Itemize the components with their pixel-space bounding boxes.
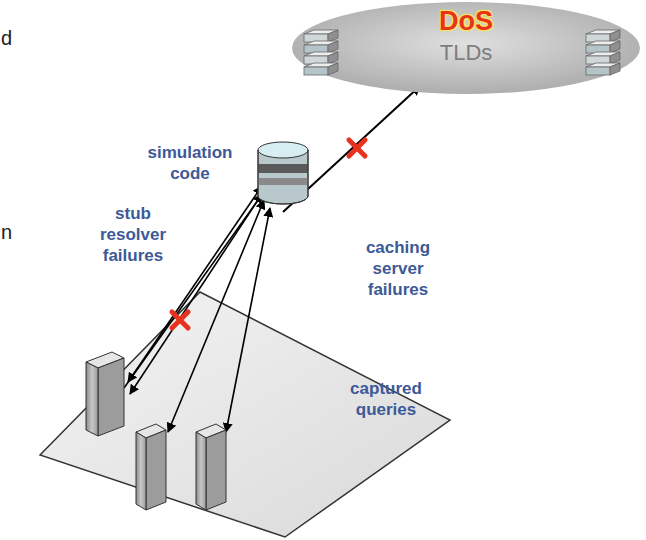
- stub-resolver-machine: [136, 424, 166, 510]
- annotation-label: simulation code: [147, 142, 232, 184]
- caching-server-cylinder: [258, 142, 308, 204]
- annotation-label: captured queries: [350, 378, 422, 420]
- tld-server: [586, 30, 620, 75]
- slide-text-fragment: d: [1, 27, 12, 49]
- stub-resolver-machine: [86, 352, 124, 436]
- dos-label: DoS: [290, 6, 642, 37]
- stub-resolver-machine: [196, 424, 226, 510]
- tld-label: TLDs: [290, 40, 642, 66]
- failure-mark: [172, 312, 188, 328]
- tld-cloud: DoS TLDs: [290, 0, 642, 96]
- failure-mark: [349, 140, 365, 156]
- slide-text-fragment: n: [1, 221, 12, 243]
- network-plate: [40, 292, 450, 537]
- annotation-label: stub resolver failures: [100, 203, 166, 266]
- tld-server: [304, 30, 338, 75]
- annotation-label: caching server failures: [366, 237, 430, 300]
